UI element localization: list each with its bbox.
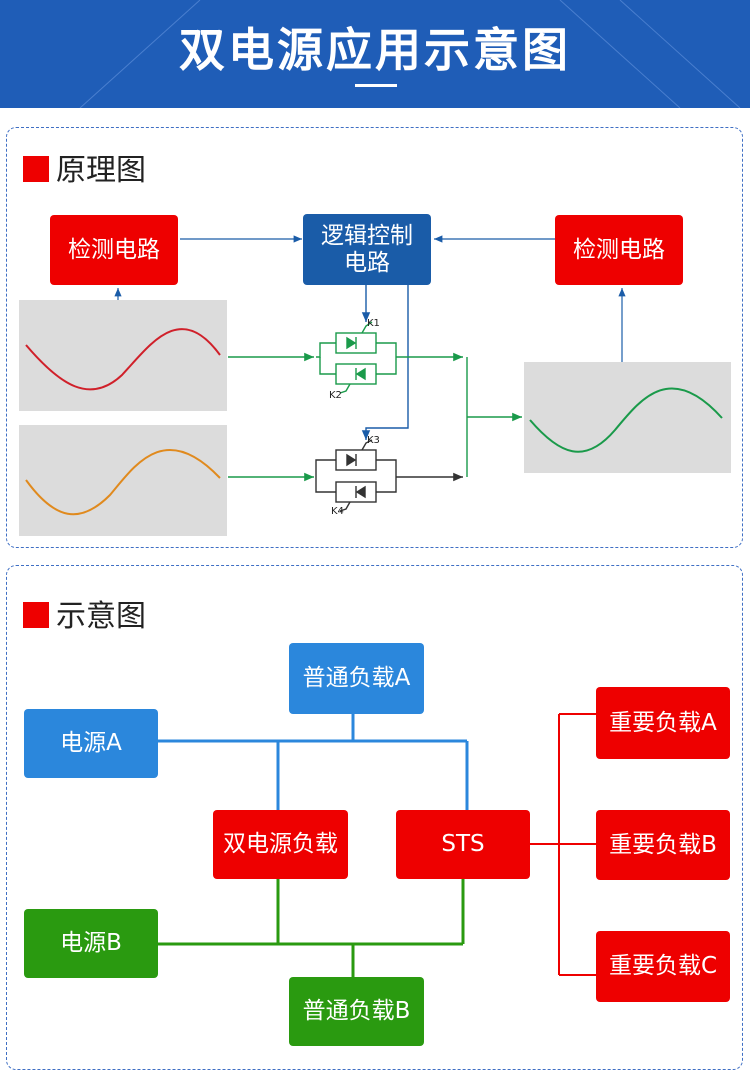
normal-load-b: 普通负载B bbox=[289, 977, 424, 1046]
source-a-waveform bbox=[19, 300, 227, 411]
page-title: 双电源应用示意图 bbox=[179, 23, 571, 77]
normal-load-a: 普通负载A bbox=[289, 643, 424, 714]
critical-load-a: 重要负载A bbox=[596, 687, 730, 759]
red-square-icon bbox=[23, 602, 49, 628]
critical-load-b: 重要负载B bbox=[596, 810, 730, 880]
output-waveform bbox=[524, 362, 731, 473]
switch-k3-k4 bbox=[315, 439, 397, 512]
detect-circuit-left: 检测电路 bbox=[50, 215, 178, 285]
logic-control-circuit: 逻辑控制 电路 bbox=[303, 214, 431, 285]
schematic-section-title: 示意图 bbox=[23, 591, 146, 635]
red-square-icon bbox=[23, 156, 49, 182]
switch-label-k2: K2 bbox=[329, 390, 342, 401]
title-underline bbox=[355, 84, 397, 87]
power-source-b: 电源B bbox=[24, 909, 158, 978]
critical-load-c: 重要负载C bbox=[596, 931, 730, 1002]
switch-k1-k2 bbox=[316, 321, 397, 394]
power-source-a: 电源A bbox=[24, 709, 158, 778]
dual-power-load: 双电源负载 bbox=[213, 810, 348, 879]
principle-panel bbox=[6, 127, 743, 548]
principle-section-title: 原理图 bbox=[23, 145, 146, 189]
sine-wave-orange bbox=[25, 448, 221, 516]
sine-wave-red bbox=[25, 328, 221, 391]
header-banner: 双电源应用示意图 bbox=[0, 0, 750, 108]
header-decoration bbox=[79, 0, 741, 108]
switch-label-k3: K3 bbox=[367, 435, 380, 446]
switch-label-k4: K4 bbox=[331, 506, 344, 517]
switch-label-k1: K1 bbox=[367, 318, 380, 329]
sts-switch: STS bbox=[396, 810, 530, 879]
detect-circuit-right: 检测电路 bbox=[555, 215, 683, 285]
schematic-panel bbox=[6, 565, 743, 1070]
sine-wave-green bbox=[529, 387, 723, 453]
